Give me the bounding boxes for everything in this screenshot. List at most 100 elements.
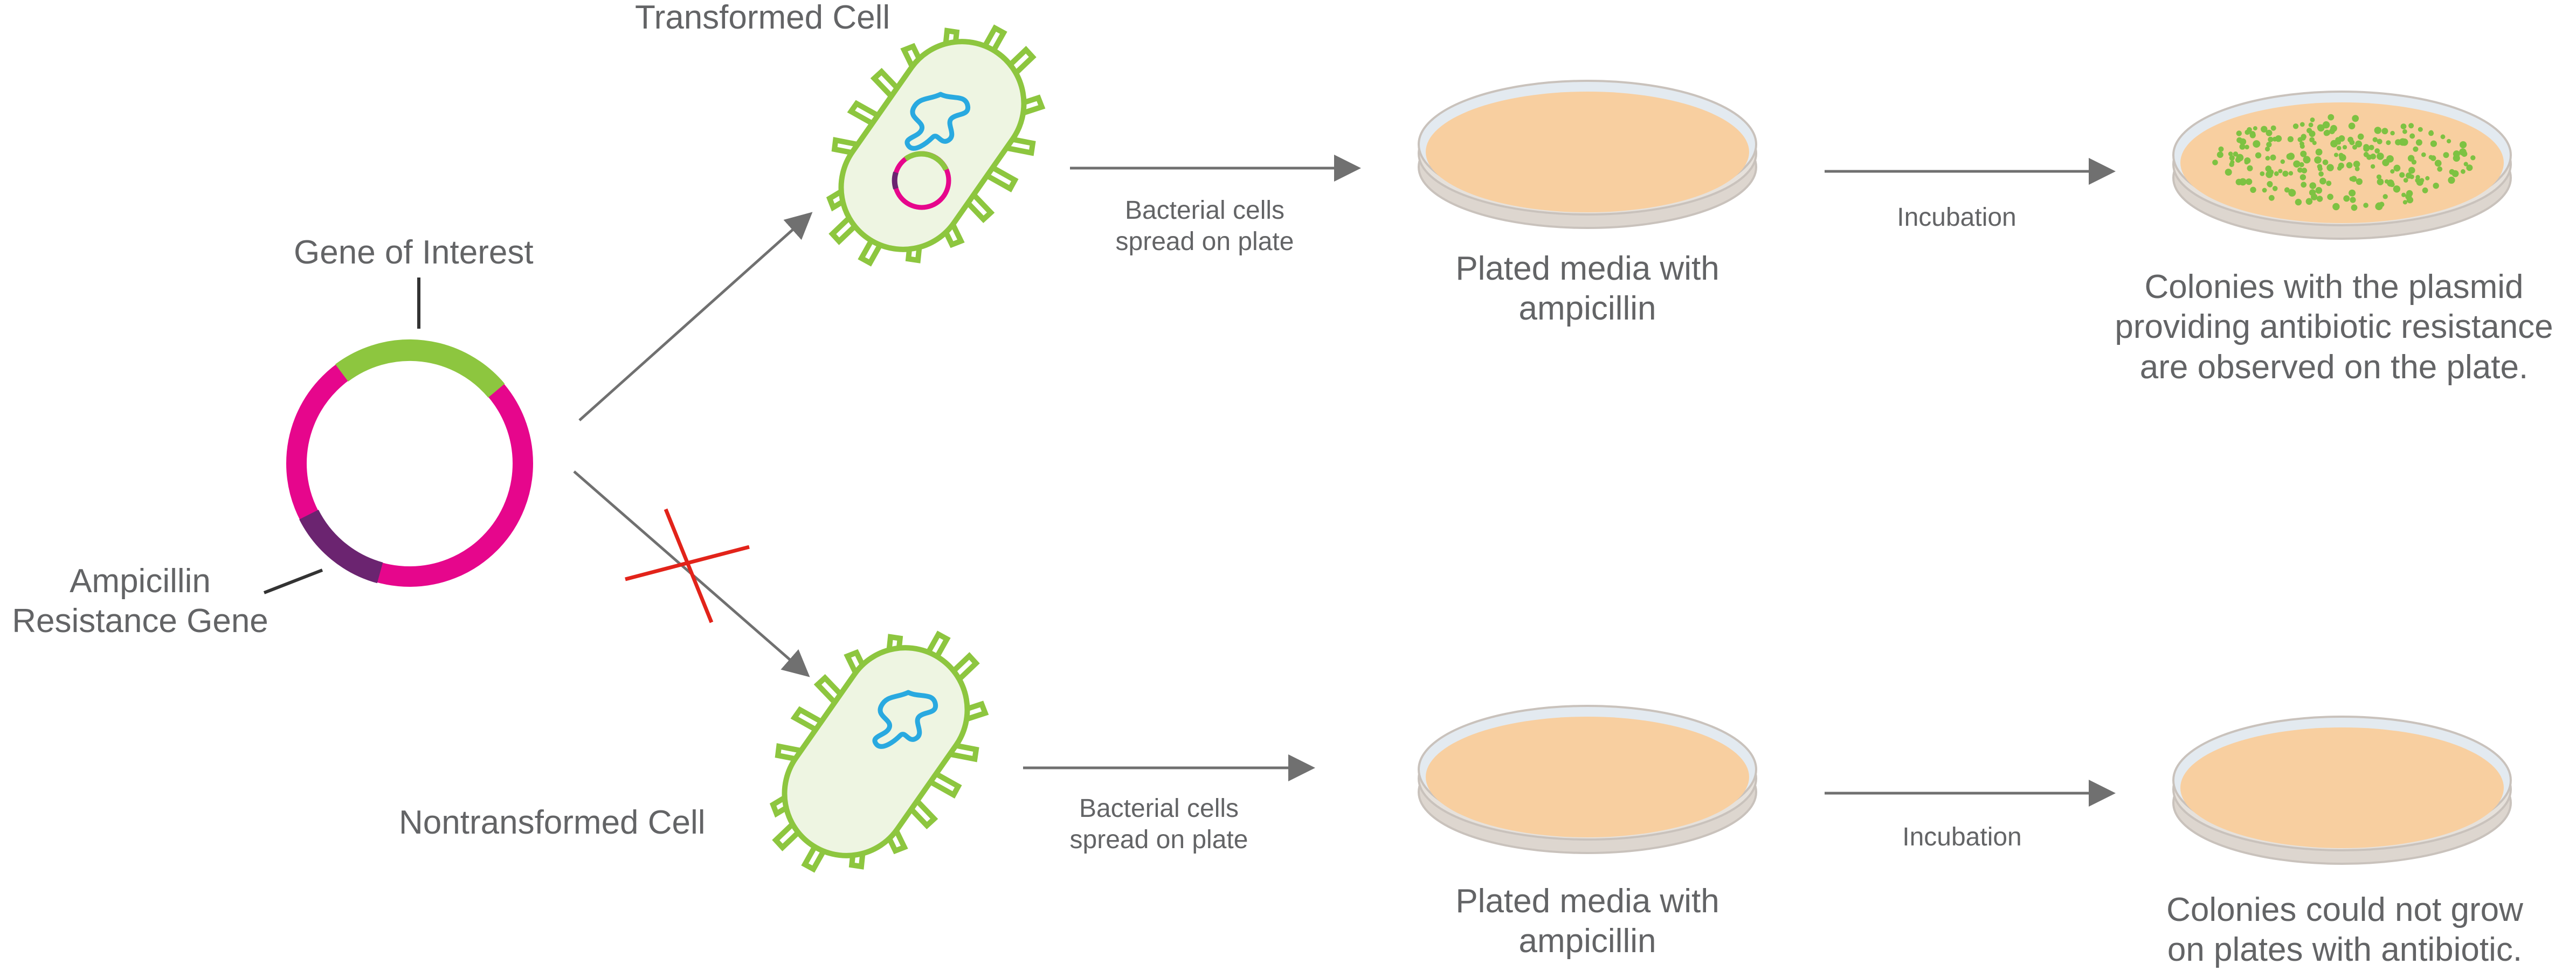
transformed-incubation-label: Incubation <box>1897 203 2016 232</box>
colony-dot <box>2308 122 2313 128</box>
colony-dot <box>2244 144 2249 150</box>
colony-dot <box>2272 136 2277 142</box>
colony-dot <box>2377 178 2384 185</box>
colony-dot <box>2418 127 2423 132</box>
colony-dot <box>2288 171 2294 176</box>
colony-dot <box>2212 159 2218 165</box>
gene-of-interest-segment <box>335 339 505 398</box>
nontransformed-plate-line2: ampicillin <box>1518 922 1656 960</box>
nontransformed-cell-label: Nontransformed Cell <box>399 804 706 841</box>
colony-dot <box>2352 115 2359 122</box>
colony-dot <box>2346 162 2353 169</box>
colony-dot <box>2406 172 2412 179</box>
colony-dot <box>2278 169 2283 174</box>
colony-dot <box>2351 176 2357 182</box>
colony-dot <box>2270 154 2276 161</box>
colony-dot <box>2402 129 2407 134</box>
nontransformed-step1-line2: spread on plate <box>1069 825 1248 854</box>
colony-dot <box>2266 142 2272 148</box>
colony-dot <box>2399 138 2407 146</box>
colony-dot <box>2443 152 2449 158</box>
colony-dot <box>2351 204 2358 211</box>
colony-dot <box>2347 136 2353 143</box>
colony-dot <box>2377 152 2384 160</box>
colony-dot <box>2393 185 2401 193</box>
resistance-gene-label: Ampicillin Resistance Gene <box>0 561 280 642</box>
colony-dot <box>2328 114 2335 121</box>
colony-dot <box>2434 159 2442 167</box>
colony-dot <box>2409 133 2415 139</box>
colony-dot <box>2372 137 2378 142</box>
arrow-to-transformed <box>578 212 813 421</box>
colony-dot <box>2253 140 2261 148</box>
plasmid-in-cell-icon <box>892 151 951 210</box>
colony-dot <box>2400 123 2407 130</box>
colony-dot <box>2386 155 2394 163</box>
colony-dot <box>2315 187 2323 194</box>
nontransformed-result-label: Colonies could not grow on plates with a… <box>2113 890 2576 970</box>
colony-dot <box>2287 136 2294 142</box>
colony-dot <box>2272 186 2278 191</box>
colony-dot <box>2376 174 2382 179</box>
colony-dot <box>2317 124 2324 131</box>
colony-dot <box>2363 144 2370 150</box>
colony-dot <box>2430 140 2437 147</box>
colony-dot <box>2336 140 2341 145</box>
colony-dot <box>2390 130 2395 136</box>
colony-dot <box>2349 189 2356 197</box>
colony-dot <box>2247 165 2253 171</box>
colony-dot <box>2249 131 2256 137</box>
transformed-result-line1: Colonies with the plasmid <box>2144 268 2524 306</box>
colony-dot <box>2338 162 2344 169</box>
colony-dot <box>2466 164 2473 171</box>
transformed-step1-line2: spread on plate <box>1115 227 1294 256</box>
colony-dot <box>2332 203 2340 211</box>
colony-dot <box>2268 195 2275 201</box>
colony-dot <box>2293 160 2301 168</box>
colony-dot <box>2370 164 2375 169</box>
colony-dot <box>2353 161 2360 168</box>
resistance-gene-label-line2: Resistance Gene <box>12 602 268 640</box>
colonies <box>2212 114 2476 211</box>
colony-dot <box>2357 133 2364 140</box>
resistance-gene-label-line1: Ampicillin <box>70 563 211 600</box>
colony-dot <box>2265 146 2270 152</box>
transformed-cell-label: Transformed Cell <box>635 0 890 36</box>
transformed-result-line3: are observed on the plate. <box>2139 348 2529 386</box>
petri-dish-icon <box>1418 80 1757 229</box>
colony-dot <box>2393 164 2401 172</box>
colony-dot <box>2370 154 2376 159</box>
dna-icon <box>904 92 971 151</box>
colony-dot <box>2326 164 2334 171</box>
colony-dot <box>2323 130 2330 136</box>
colony-dot <box>2411 159 2417 165</box>
colony-dot <box>2354 167 2360 171</box>
colony-dot <box>2315 148 2323 156</box>
colony-dot <box>2428 130 2434 136</box>
colony-dot <box>2300 150 2307 157</box>
colony-dot <box>2247 127 2252 133</box>
colony-dot <box>2311 193 2318 200</box>
colony-dot <box>2266 171 2273 178</box>
colony-dot <box>2230 160 2235 165</box>
colony-dot <box>2368 144 2374 150</box>
colony-dot <box>2244 157 2251 164</box>
colony-dot <box>2280 159 2285 164</box>
transformed-step1-line1: Bacterial cells <box>1124 196 1285 225</box>
nontransformed-result-line2: on plates with antibiotic. <box>2167 931 2523 969</box>
colony-dot <box>2419 178 2425 183</box>
colony-dot <box>2440 134 2446 140</box>
colony-dot <box>2402 200 2407 205</box>
colony-dot <box>2297 137 2303 142</box>
transformed-result-line2: providing antibiotic resistance <box>2115 308 2553 346</box>
colony-dot <box>2299 174 2306 181</box>
cross-icon <box>625 508 750 623</box>
colony-dot <box>2246 178 2253 185</box>
colony-dot <box>2253 126 2257 131</box>
colony-dot <box>2387 179 2394 187</box>
colony-dot <box>2383 159 2388 164</box>
nontransformed-result-line1: Colonies could not grow <box>2166 891 2523 928</box>
colony-dot <box>2260 171 2265 176</box>
colony-dot <box>2425 176 2430 181</box>
